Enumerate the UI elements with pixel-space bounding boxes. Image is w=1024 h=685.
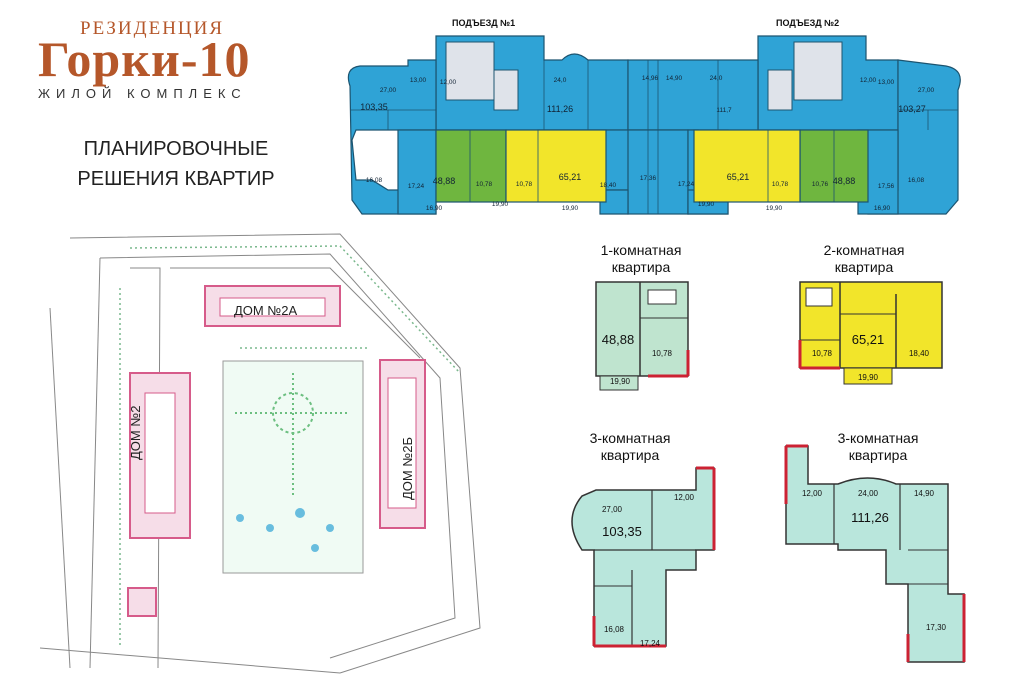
apartment-1-room-2: 19,90 — [610, 377, 631, 386]
floor-plan-label: 65,21 — [727, 172, 750, 182]
floor-plan-label: 27,00 — [918, 87, 935, 94]
entrance-1-label: ПОДЪЕЗД №1 — [452, 18, 516, 28]
floor-plan-walls — [350, 60, 958, 214]
apartment-1-title: 1-комнатная квартира — [561, 242, 721, 276]
apartment-2-title-line2: квартира — [834, 259, 894, 275]
floor-plan-label: 16,08 — [366, 177, 383, 184]
floor-plan-yellow-units — [505, 129, 801, 203]
floor-plan-label: 16,08 — [908, 177, 925, 184]
floor-plan-label: 111,26 — [547, 104, 573, 114]
apartment-1-area: 48,88 — [602, 332, 635, 347]
apartment-4-plan: 12,00 24,00 14,90 111,26 17,30 — [784, 444, 966, 663]
central-garden — [222, 360, 364, 574]
floor-plan-label: 17,24 — [678, 181, 695, 188]
apartment-4-title-line1: 3-комнатная — [837, 430, 919, 446]
floor-plan-label: 18,40 — [600, 182, 617, 189]
floor-plan-label: 48,88 — [833, 176, 856, 186]
floor-plan-label: 10,76 — [812, 181, 829, 188]
apartment-4-title: 3-комнатная квартира — [798, 430, 958, 464]
floor-plan-label: 16,90 — [426, 205, 443, 212]
floor-plan-label: 65,21 — [559, 172, 582, 182]
site-greenery-dots — [119, 245, 461, 648]
heading-line-2: РЕШЕНИЯ КВАРТИР — [77, 168, 275, 190]
apartment-4-room-4: 17,30 — [926, 623, 947, 632]
house-2-label: ДОМ №2 — [128, 405, 143, 460]
apartment-3-room-3: 16,08 — [604, 625, 625, 634]
floor-plan-label: 14,90 — [666, 75, 683, 82]
apartment-2-title-line1: 2-комнатная — [823, 242, 905, 258]
floor-plan-label: 10,78 — [516, 181, 533, 188]
floor-plan-label: 17,56 — [878, 183, 895, 190]
floor-plan-label: 17,24 — [408, 183, 425, 190]
brand-tagline: РЕЗИДЕНЦИЯ — [80, 18, 225, 39]
brand-subtitle: ЖИЛОЙ КОМПЛЕКС — [38, 86, 247, 101]
floor-plan-label: 103,35 — [360, 102, 388, 112]
apartment-2-title: 2-комнатная квартира — [784, 242, 944, 276]
apartment-4-title-line2: квартира — [848, 447, 908, 463]
floor-plan-label: 13,00 — [410, 77, 427, 84]
apartment-1-room-1: 10,78 — [652, 349, 673, 358]
apartment-3-title-line2: квартира — [600, 447, 660, 463]
site-plan — [40, 228, 485, 680]
floor-plan-label: 103,27 — [898, 104, 926, 114]
floor-plan-label: 10,78 — [476, 181, 493, 188]
apartment-3-title: 3-комнатная квартира — [550, 430, 710, 464]
house-2a-label: ДОМ №2А — [234, 303, 298, 318]
floor-plan-label: 12,00 — [440, 79, 457, 86]
apartment-1-title-line2: квартира — [611, 259, 671, 275]
floor-plan-label: 111,7 — [716, 107, 732, 114]
floor-plan-label: 27,00 — [380, 87, 397, 94]
floor-plan-label: 19,90 — [492, 201, 509, 208]
apartment-4-area: 111,26 — [851, 510, 889, 525]
apartment-1-title-line1: 1-комнатная — [600, 242, 682, 258]
floor-plan-label: 19,90 — [698, 201, 715, 208]
apartment-4-room-3: 14,90 — [914, 489, 935, 498]
apartment-1-plan: 48,88 10,78 19,90 — [595, 281, 690, 391]
apartment-3-room-1: 27,00 — [602, 505, 623, 514]
floor-plan-label: 16,90 — [874, 205, 891, 212]
brand-logo: Горки-10 — [38, 31, 251, 87]
apartment-3-title-line1: 3-комнатная — [589, 430, 671, 446]
stair-cores — [445, 41, 843, 111]
floor-plan-label: 14,96 — [642, 75, 659, 82]
apartment-3-plan: 27,00 12,00 103,35 16,08 17,24 — [571, 466, 716, 648]
apartment-2-room-2: 18,40 — [909, 349, 930, 358]
playground-elements — [236, 508, 334, 552]
apartment-3-room-4: 17,24 — [640, 639, 661, 648]
heading-line-1: ПЛАНИРОВОЧНЫЕ — [83, 138, 269, 160]
floor-plan-label: 24,0 — [554, 77, 567, 84]
page-heading: ПЛАНИРОВОЧНЫЕ РЕШЕНИЯ КВАРТИР — [46, 134, 306, 194]
apartment-2-area: 65,21 — [852, 332, 885, 347]
floor-plan-label: 24,0 — [710, 75, 723, 82]
apartment-4-room-1: 12,00 — [802, 489, 823, 498]
floor-plan-label: 12,00 — [860, 77, 877, 84]
floor-plan-label: 10,78 — [772, 181, 789, 188]
floor-plan-label: 17,36 — [640, 175, 657, 182]
house-2b-label: ДОМ №2Б — [400, 436, 415, 500]
floor-plan-label: 13,00 — [878, 79, 895, 86]
apartment-2-plan: 65,21 10,78 18,40 19,90 — [798, 281, 943, 385]
floor-plan-label: 19,90 — [766, 205, 783, 212]
floor-plan-label: 48,88 — [433, 176, 456, 186]
site-roads — [40, 233, 481, 674]
apartment-4-room-2: 24,00 — [858, 489, 879, 498]
apartment-2-room-1: 10,78 — [812, 349, 833, 358]
floor-plan-label: 19,90 — [562, 205, 579, 212]
apartment-2-room-3: 19,90 — [858, 373, 879, 382]
apartment-3-room-2: 12,00 — [674, 493, 695, 502]
entrance-2-label: ПОДЪЕЗД №2 — [776, 18, 840, 28]
apartment-3-area: 103,35 — [602, 524, 642, 539]
